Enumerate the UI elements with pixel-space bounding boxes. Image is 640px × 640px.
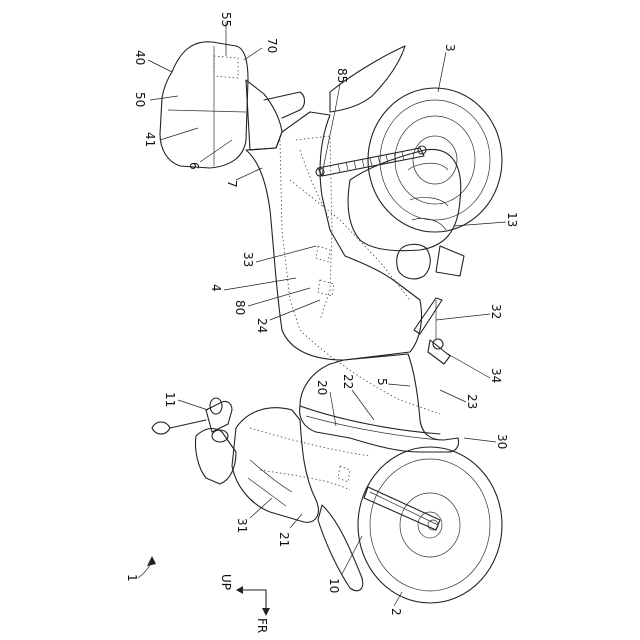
ref-1: 1 bbox=[125, 574, 139, 582]
ref-10: 10 bbox=[327, 578, 341, 593]
ref-5: 5 bbox=[375, 378, 389, 386]
luggage-box bbox=[160, 42, 248, 168]
ref-80: 80 bbox=[233, 300, 247, 315]
ref-13: 13 bbox=[505, 212, 519, 227]
ref-85: 85 bbox=[335, 68, 349, 83]
ref-32: 32 bbox=[489, 304, 503, 319]
ref-2: 2 bbox=[389, 608, 403, 616]
front-fork bbox=[364, 487, 440, 530]
ref-33: 33 bbox=[241, 252, 255, 267]
ref-11: 11 bbox=[163, 392, 177, 407]
ref-6: 6 bbox=[187, 162, 201, 170]
ref-40: 40 bbox=[133, 50, 147, 65]
leader-lines bbox=[138, 22, 506, 606]
direction-indicator bbox=[236, 586, 270, 616]
ref-22: 22 bbox=[341, 374, 355, 389]
ref-23: 23 bbox=[465, 394, 479, 409]
ref-34: 34 bbox=[489, 368, 503, 383]
engine-unit bbox=[348, 149, 464, 278]
ref-3: 3 bbox=[443, 44, 457, 52]
direction-fr-label: FR bbox=[255, 618, 269, 633]
rear-shock bbox=[316, 146, 426, 176]
ref-50: 50 bbox=[133, 92, 147, 107]
ref-55: 55 bbox=[219, 12, 233, 27]
ref-4: 4 bbox=[209, 284, 223, 292]
ref-20: 20 bbox=[315, 380, 329, 395]
ref-21: 21 bbox=[277, 532, 291, 547]
direction-up-label: UP bbox=[219, 574, 233, 590]
ref-70: 70 bbox=[265, 38, 279, 53]
ref-41: 41 bbox=[143, 132, 157, 147]
body-cover bbox=[246, 112, 422, 360]
headlight-cowl bbox=[195, 429, 236, 484]
front-wheel bbox=[358, 447, 502, 603]
ref-30: 30 bbox=[495, 434, 509, 449]
ref-7: 7 bbox=[225, 180, 239, 188]
ref-31: 31 bbox=[235, 518, 249, 533]
figure-pointer-arrow bbox=[147, 556, 156, 566]
rear-wheel bbox=[368, 88, 502, 232]
seat bbox=[246, 80, 282, 150]
floor-step bbox=[300, 354, 459, 452]
ref-24: 24 bbox=[255, 318, 269, 333]
seat-rail bbox=[264, 92, 305, 118]
